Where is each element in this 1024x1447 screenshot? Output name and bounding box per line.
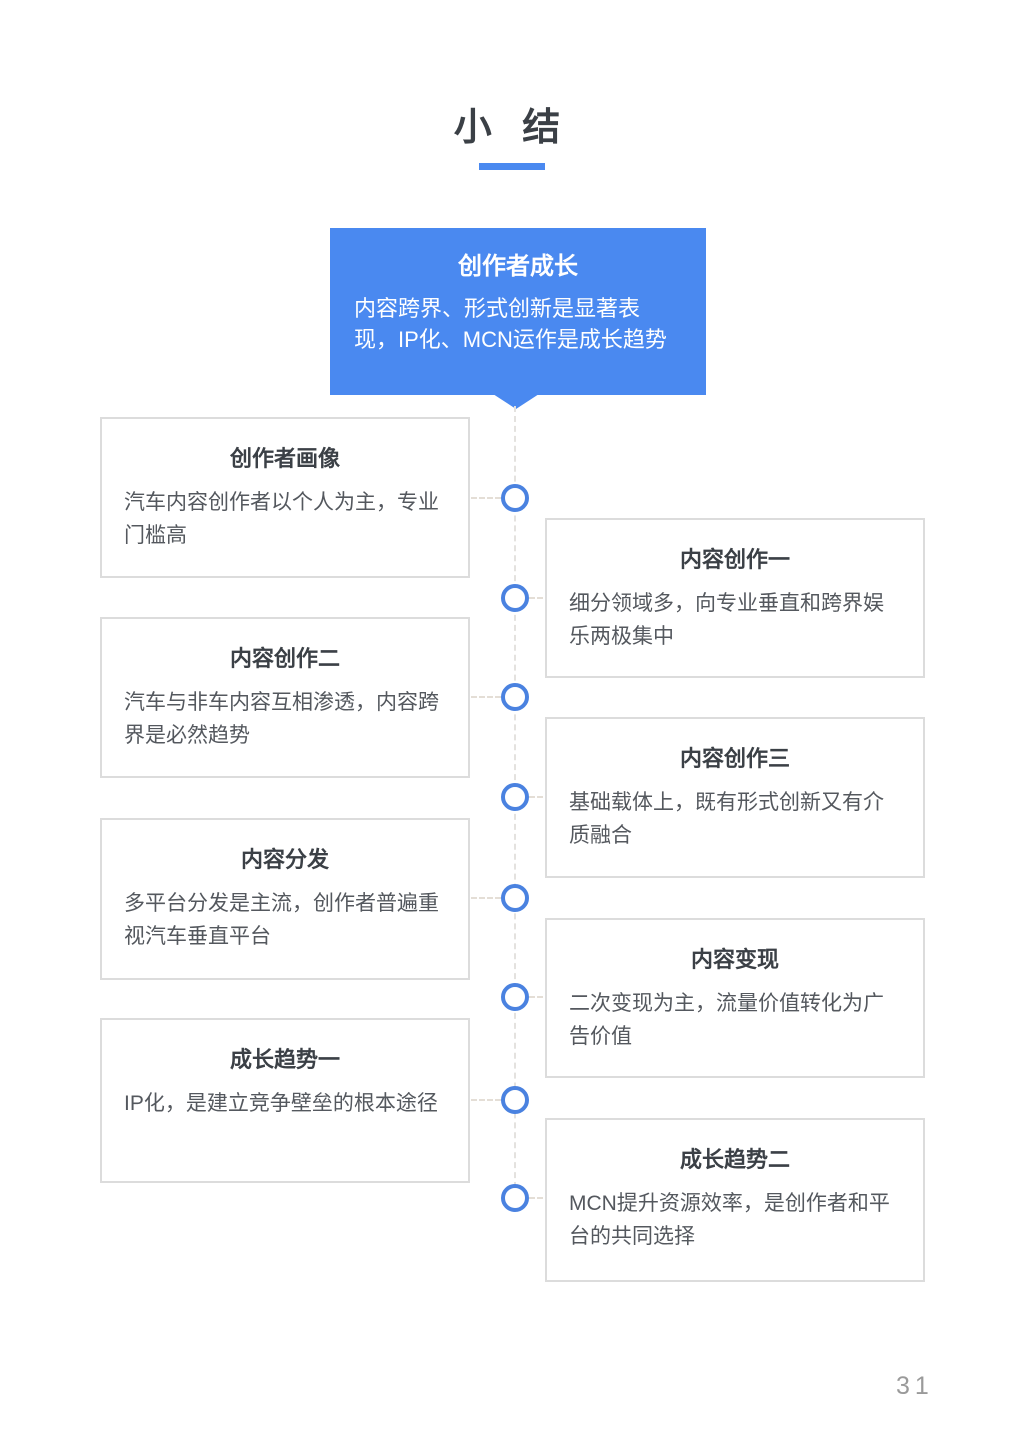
timeline-connector [471,897,501,899]
card-title: 成长趋势二 [679,1147,790,1172]
card-body: MCN提升资源效率，是创作者和平台的共同选择 [569,1192,890,1248]
title-underline [479,163,545,170]
root-card: 创作者成长 内容跨界、形式创新是显著表现，IP化、MCN运作是成长趋势 [330,228,706,409]
timeline-connector [529,597,559,599]
page-header: 小 结 [0,96,1024,170]
timeline-connector [471,497,501,499]
page-title: 小 结 [453,107,571,149]
callout-tail-icon [493,394,539,409]
timeline-node-icon [501,1086,529,1114]
timeline-connector [471,1099,501,1101]
card-title: 成长趋势一 [229,1047,340,1072]
page-number: 31 [896,1372,934,1400]
card-body: 细分领域多，向专业垂直和跨界娱乐两极集中 [569,592,884,648]
root-card-body: 内容跨界、形式创新是显著表现，IP化、MCN运作是成长趋势 [354,296,667,353]
card-body: IP化，是建立竞争壁垒的根本途径 [124,1092,438,1115]
card-title: 内容创作三 [679,746,790,771]
card-body: 多平台分发是主流，创作者普遍重视汽车垂直平台 [124,892,439,948]
timeline-node-icon [501,484,529,512]
card-title: 内容创作一 [679,547,790,572]
card-growth-trend-1: 成长趋势一 IP化，是建立竞争壁垒的根本途径 [100,1018,470,1183]
card-title: 创作者画像 [229,446,340,471]
card-body: 汽车与非车内容互相渗透，内容跨界是必然趋势 [124,691,439,747]
timeline-node-icon [501,683,529,711]
card-body: 基础载体上，既有形式创新又有介质融合 [569,791,884,847]
timeline-node-icon [501,1184,529,1212]
card-body: 汽车内容创作者以个人为主，专业门槛高 [124,491,439,547]
card-title: 内容创作二 [229,646,340,671]
timeline-connector [529,796,559,798]
timeline-connector [529,996,559,998]
card-content-distribution: 内容分发 多平台分发是主流，创作者普遍重视汽车垂直平台 [100,818,470,980]
card-body: 二次变现为主，流量价值转化为广告价值 [569,992,884,1048]
timeline-node-icon [501,584,529,612]
timeline-node-icon [501,884,529,912]
root-card-title: 创作者成长 [458,253,578,280]
timeline-node-icon [501,983,529,1011]
card-content-creation-3: 内容创作三 基础载体上，既有形式创新又有介质融合 [545,717,925,878]
card-title: 内容分发 [240,847,329,872]
card-content-creation-1: 内容创作一 细分领域多，向专业垂直和跨界娱乐两极集中 [545,518,925,678]
card-content-creation-2: 内容创作二 汽车与非车内容互相渗透，内容跨界是必然趋势 [100,617,470,778]
card-content-monetization: 内容变现 二次变现为主，流量价值转化为广告价值 [545,918,925,1078]
card-title: 内容变现 [690,947,779,972]
timeline-node-icon [501,783,529,811]
card-growth-trend-2: 成长趋势二 MCN提升资源效率，是创作者和平台的共同选择 [545,1118,925,1282]
card-creator-profile: 创作者画像 汽车内容创作者以个人为主，专业门槛高 [100,417,470,578]
timeline-connector [529,1197,559,1199]
timeline-connector [471,696,501,698]
